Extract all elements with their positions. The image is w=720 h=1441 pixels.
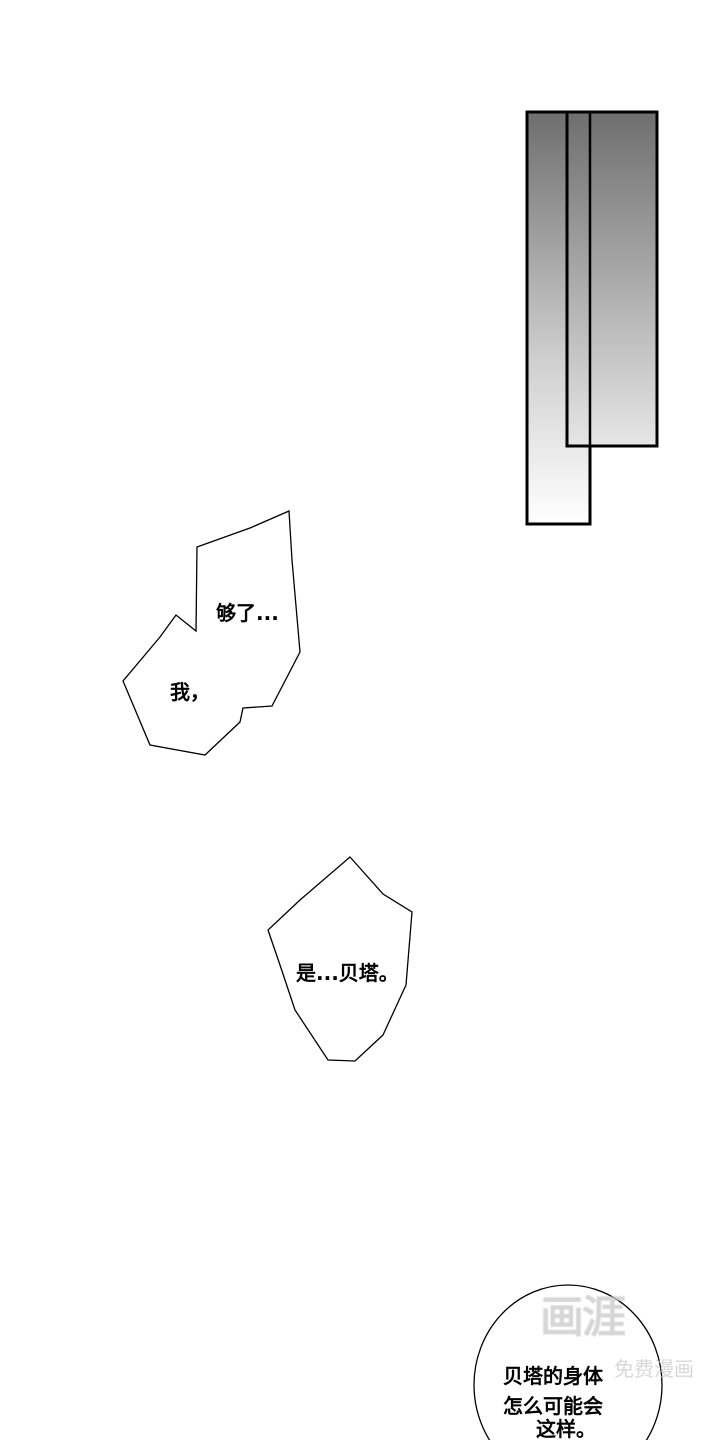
tone-rectangles [525,110,659,526]
bubble3-line1: 贝塔的身体 [503,1364,603,1388]
speech-bubble-2 [267,856,413,1062]
bubble3-line3: 这样。 [536,1417,596,1441]
bubble1-line1: 够了... [216,601,279,625]
speech-bubble-3 [473,1284,663,1440]
watermark-sub: 免费漫画 [614,1357,694,1381]
speech-bubble-1 [122,510,301,756]
bubble3-line2: 怎么可能会 [503,1394,603,1418]
bubble1-line2: 我， [170,680,210,704]
bubble2-text: 是...贝塔。 [296,961,399,985]
watermark-logo: 画涯 [540,1292,626,1343]
